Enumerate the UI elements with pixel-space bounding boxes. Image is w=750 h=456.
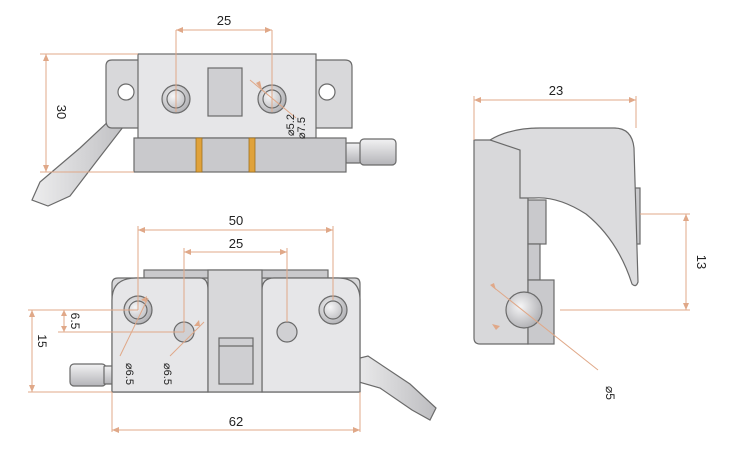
front-dim-offset-label: 6.5 <box>68 313 82 330</box>
top-arm <box>31 117 132 207</box>
front-hole-mid2 <box>276 321 298 343</box>
front-dim-hole-mid-label: ⌀6.5 <box>161 363 173 385</box>
top-ear-right-hole <box>318 83 336 101</box>
top-dim-width-label: 25 <box>217 13 231 28</box>
top-window <box>207 67 243 117</box>
front-right-lobe <box>261 277 361 393</box>
side-dim-pin-dia-label: ⌀5 <box>603 386 617 400</box>
front-dim-overall-label: 62 <box>229 414 243 429</box>
top-view: 25 30 ⌀7.5 ⌀5.2 <box>31 13 397 207</box>
front-bolt <box>69 363 107 387</box>
side-handle <box>488 127 639 287</box>
side-view: 23 13 ⌀5 <box>473 83 709 400</box>
top-strip-right <box>248 137 256 173</box>
side-step-upper <box>527 199 547 245</box>
front-view: 50 25 6.5 15 ⌀6.5 ⌀6.5 62 <box>28 213 437 433</box>
side-dim-width-label: 23 <box>549 83 563 98</box>
front-dim-hole-left-label: ⌀6.5 <box>123 363 135 385</box>
top-strip-left <box>195 137 203 173</box>
front-dim-center-label: 25 <box>229 236 243 251</box>
front-dim-height-label: 15 <box>35 334 49 348</box>
side-dim-height-label: 13 <box>694 255 709 269</box>
top-ear-left-hole <box>117 83 135 101</box>
front-latch-window <box>218 337 254 385</box>
side-step-lower <box>527 243 541 281</box>
top-bolt <box>359 138 397 166</box>
top-dim-outer-dia-label: ⌀7.5 <box>296 117 308 139</box>
front-dim-span-label: 50 <box>229 213 243 228</box>
front-hole-right <box>318 295 348 325</box>
front-hole-right-inner <box>323 300 343 320</box>
top-lower-body <box>133 137 347 173</box>
top-dim-inner-dia-label: ⌀5.2 <box>285 114 297 136</box>
side-pin <box>505 291 543 329</box>
top-bolt-collar <box>344 142 362 164</box>
top-dim-height-label: 30 <box>54 105 69 119</box>
front-arm <box>351 355 437 421</box>
